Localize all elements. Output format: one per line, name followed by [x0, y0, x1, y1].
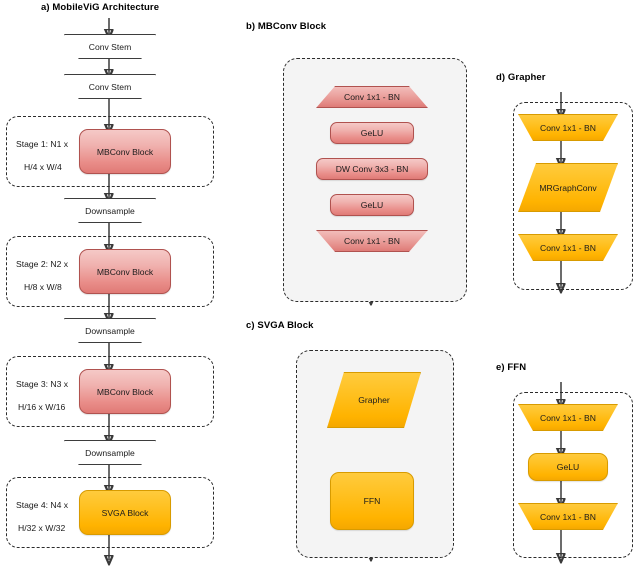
stage-3-resolution: H/16 x W/16	[18, 402, 66, 412]
gelu-2: GeLU	[330, 194, 414, 216]
node-label: GeLU	[556, 462, 580, 472]
stage-1-repeat: Stage 1: N1 x	[16, 139, 69, 149]
shape-fill	[518, 114, 618, 141]
downsample-3: Downsample	[64, 440, 156, 465]
node-label: Conv 1x1 - BN	[344, 236, 400, 246]
ffn-container	[513, 392, 633, 558]
node-label: MBConv Block	[96, 266, 154, 277]
shape-fill	[518, 503, 618, 530]
mbconv-block-1: MBConv Block	[79, 129, 171, 174]
node-label: Conv Stem	[88, 41, 132, 52]
panel-a-caption: a) MobileViG Architecture	[41, 2, 160, 13]
shape-fill	[518, 404, 618, 431]
ffn-conv1x1-bn-in: Conv 1x1 - BN	[518, 404, 618, 431]
node-label: MRGraphConv	[539, 182, 597, 193]
downsample-1: Downsample	[64, 198, 156, 223]
node-label: MBConv Block	[96, 146, 154, 157]
conv1x1-bn-expand: Conv 1x1 - BN	[316, 86, 428, 108]
node-label: DW Conv 3x3 - BN	[335, 164, 409, 174]
downsample-2: Downsample	[64, 318, 156, 343]
node-label: Conv 1x1 - BN	[540, 242, 596, 253]
stage-2-container	[6, 236, 214, 307]
panel-d-caption: d) Grapher	[496, 72, 546, 83]
stage-3-repeat: Stage 3: N3 x	[16, 379, 69, 389]
stage-3-container	[6, 356, 214, 427]
panel-e-caption: e) FFN	[496, 362, 527, 373]
dw-conv3x3-bn: DW Conv 3x3 - BN	[316, 158, 428, 180]
stage-4-repeat: Stage 4: N4 x	[16, 500, 69, 510]
gelu-1: GeLU	[330, 122, 414, 144]
node-label: Conv 1x1 - BN	[344, 92, 400, 102]
stage-2-resolution: H/8 x W/8	[24, 282, 62, 292]
stage-4-container	[6, 477, 214, 548]
shape-fill	[518, 163, 618, 212]
ffn-gelu: GeLU	[528, 453, 608, 481]
mbconv-block-2: MBConv Block	[79, 249, 171, 294]
node-label: GeLU	[360, 200, 384, 210]
node-label: Conv 1x1 - BN	[540, 122, 596, 133]
node-label: Downsample	[85, 325, 135, 336]
node-label: FFN	[363, 496, 381, 506]
ffn: FFN	[330, 472, 414, 530]
shape-fill	[327, 372, 421, 428]
node-label: MBConv Block	[96, 386, 154, 397]
grapher-container	[513, 102, 633, 290]
stage-1-container	[6, 116, 214, 187]
node-label: GeLU	[360, 128, 384, 138]
stage-2-repeat: Stage 2: N2 x	[16, 259, 69, 269]
node-label: Conv 1x1 - BN	[540, 511, 596, 522]
conv-stem-2: Conv Stem	[64, 74, 156, 99]
panel-b-caption: b) MBConv Block	[246, 21, 327, 32]
ffn-conv1x1-bn-out: Conv 1x1 - BN	[518, 503, 618, 530]
node-label: Downsample	[85, 205, 135, 216]
node-label: Downsample	[85, 447, 135, 458]
grapher: Grapher	[327, 372, 421, 428]
node-label: Grapher	[358, 395, 390, 405]
grapher-conv1x1-bn-in: Conv 1x1 - BN	[518, 114, 618, 141]
svga-block-4: SVGA Block	[79, 490, 171, 535]
mbconv-block-3: MBConv Block	[79, 369, 171, 414]
mrgraphconv: MRGraphConv	[518, 163, 618, 212]
grapher-conv1x1-bn-out: Conv 1x1 - BN	[518, 234, 618, 261]
stage-4-resolution: H/32 x W/32	[18, 523, 66, 533]
conv1x1-bn-project: Conv 1x1 - BN	[316, 230, 428, 252]
node-label: Conv 1x1 - BN	[540, 412, 596, 423]
stage-1-resolution: H/4 x W/4	[24, 162, 62, 172]
node-label: SVGA Block	[101, 507, 149, 518]
node-label: Conv Stem	[88, 81, 132, 92]
panel-c-caption: c) SVGA Block	[246, 320, 314, 331]
conv-stem-1: Conv Stem	[64, 34, 156, 59]
